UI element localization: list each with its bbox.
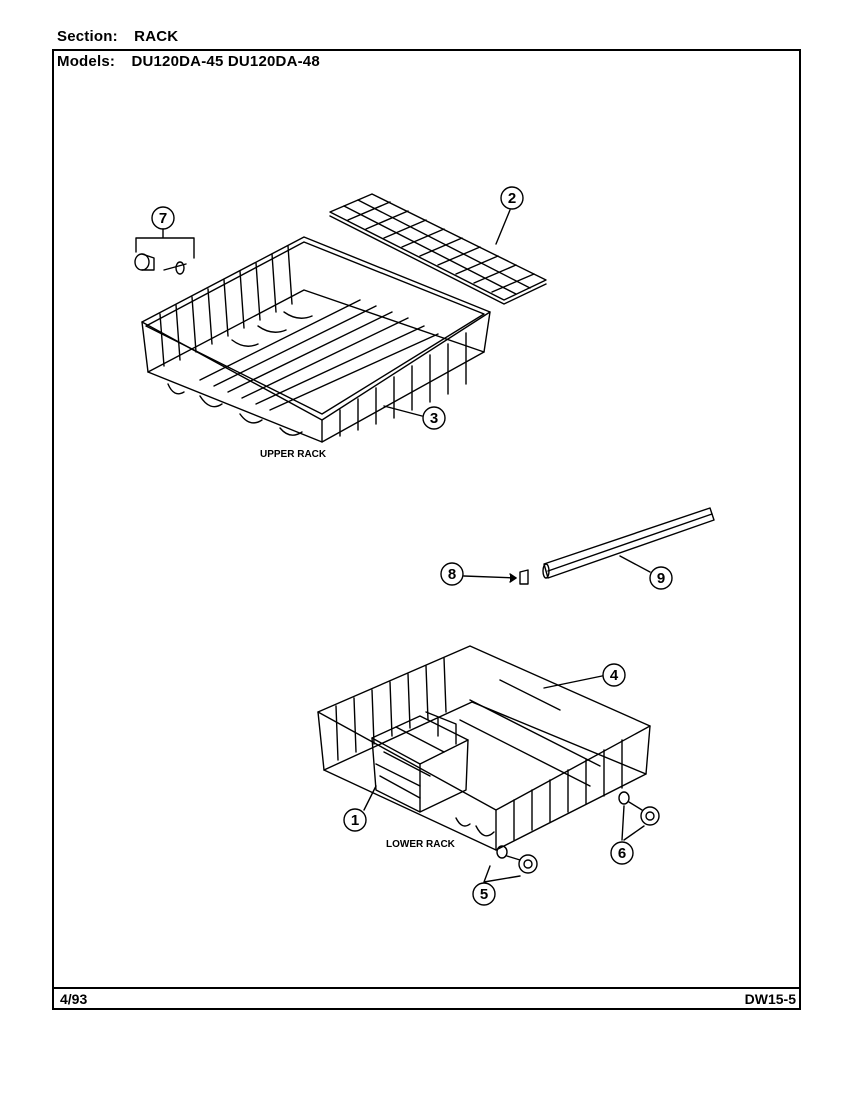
callout-4: 4: [543, 663, 626, 689]
rack-stop-illustration: [134, 253, 187, 275]
rail-wheel-illustration: [618, 791, 660, 826]
upper-rack-label: UPPER RACK: [260, 449, 327, 460]
callout-1: 1: [343, 785, 377, 832]
callout-7-number: 7: [159, 210, 167, 227]
callout-8-number: 8: [448, 566, 456, 583]
callout-3: 3: [383, 405, 446, 430]
rack-rail-illustration: [542, 507, 715, 579]
callout-5: 5: [472, 865, 521, 906]
rail-end-cap-illustration: [519, 569, 529, 585]
section-value: RACK: [134, 28, 179, 45]
callout-6: 6: [610, 805, 645, 865]
models-label: Models:: [57, 53, 116, 70]
diagram-frame: [52, 49, 801, 1010]
callout-2-number: 2: [508, 190, 516, 207]
callout-1-number: 1: [351, 812, 359, 829]
upper-rack-illustration: [141, 236, 491, 443]
callout-7: 7: [135, 206, 195, 259]
lower-wheel-illustration: [496, 845, 538, 874]
models-heading: Models: DU120DA-45 DU120DA-48: [57, 53, 320, 70]
lower-rack-label: LOWER RACK: [386, 839, 456, 850]
callout-6-number: 6: [618, 845, 626, 862]
lower-rack-illustration: [317, 645, 651, 851]
models-value: DU120DA-45 DU120DA-48: [131, 53, 320, 70]
footer-code: DW15-5: [744, 991, 796, 1007]
callout-5-number: 5: [480, 886, 488, 903]
footer-rule: [52, 987, 801, 989]
callout-9: 9: [619, 555, 673, 590]
callout-2: 2: [495, 186, 524, 245]
section-label: Section:: [57, 28, 118, 45]
callout-8-upper: 8: [440, 562, 517, 586]
footer-date: 4/93: [60, 991, 88, 1007]
callout-3-number: 3: [430, 410, 438, 427]
callout-9-number: 9: [657, 570, 665, 587]
cup-shelf-illustration: [329, 193, 547, 305]
callout-4-number: 4: [610, 667, 619, 684]
section-heading: Section: RACK: [57, 28, 178, 45]
